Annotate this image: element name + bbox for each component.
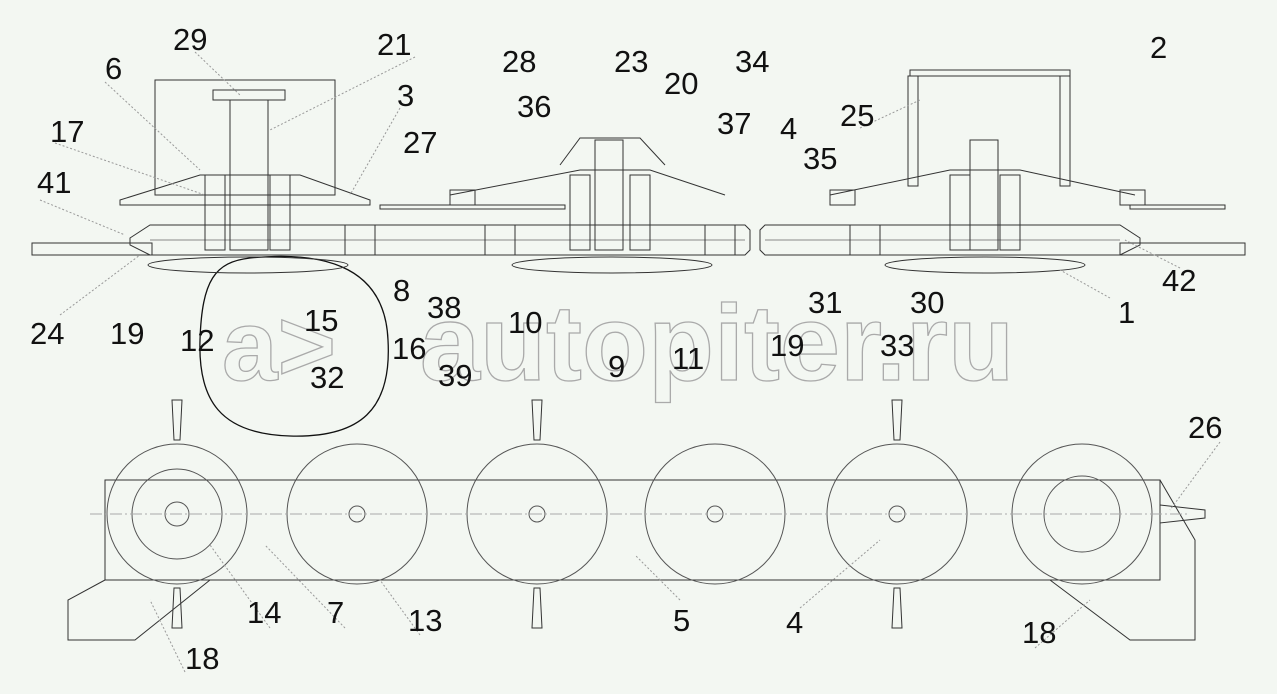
callout-11: 11 bbox=[672, 341, 705, 376]
callout-3: 3 bbox=[397, 78, 415, 113]
callout-41: 41 bbox=[37, 165, 72, 200]
callout-37: 37 bbox=[717, 106, 752, 141]
callout-29: 29 bbox=[173, 22, 208, 57]
watermark: a> autopiter.ru bbox=[199, 255, 1015, 437]
callout-14: 14 bbox=[247, 595, 282, 630]
callout-17: 17 bbox=[50, 114, 85, 149]
callout-39: 39 bbox=[438, 358, 473, 393]
callout-19-mid: 19 bbox=[770, 328, 805, 363]
callout-27: 27 bbox=[403, 125, 438, 160]
callout-21: 21 bbox=[377, 27, 412, 62]
callout-24: 24 bbox=[30, 316, 65, 351]
callout-38: 38 bbox=[427, 290, 462, 325]
callout-8: 8 bbox=[393, 273, 411, 308]
callout-31: 31 bbox=[808, 285, 843, 320]
callout-19-left: 19 bbox=[110, 316, 145, 351]
callout-18-left: 18 bbox=[185, 641, 220, 676]
watermark-logo-frame bbox=[199, 255, 389, 437]
watermark-text: autopiter.ru bbox=[420, 282, 1014, 403]
callout-36: 36 bbox=[517, 89, 552, 124]
callout-42: 42 bbox=[1162, 263, 1197, 298]
callout-12: 12 bbox=[180, 323, 215, 358]
callout-13: 13 bbox=[408, 603, 443, 638]
callout-6: 6 bbox=[105, 51, 123, 86]
callout-4-top: 4 bbox=[780, 111, 798, 146]
callout-20: 20 bbox=[664, 66, 699, 101]
callout-35: 35 bbox=[803, 141, 838, 176]
callout-5: 5 bbox=[673, 603, 691, 638]
callout-34: 34 bbox=[735, 44, 770, 79]
callout-1: 1 bbox=[1118, 295, 1136, 330]
callout-9: 9 bbox=[608, 349, 626, 384]
leader-lines bbox=[39, 51, 1221, 673]
callout-32: 32 bbox=[310, 360, 345, 395]
watermark-logo: a> bbox=[222, 290, 336, 402]
plan-view bbox=[67, 399, 1206, 641]
callout-15: 15 bbox=[304, 303, 339, 338]
callout-26: 26 bbox=[1188, 410, 1223, 445]
callout-2: 2 bbox=[1150, 30, 1168, 65]
callout-18-right: 18 bbox=[1022, 615, 1057, 650]
callout-28: 28 bbox=[502, 44, 537, 79]
callout-10: 10 bbox=[508, 305, 543, 340]
callout-30: 30 bbox=[910, 285, 945, 320]
callout-23: 23 bbox=[614, 44, 649, 79]
callout-7: 7 bbox=[327, 595, 345, 630]
callout-4-bottom: 4 bbox=[786, 605, 804, 640]
callout-33: 33 bbox=[880, 328, 915, 363]
callout-25: 25 bbox=[840, 98, 875, 133]
callout-16: 16 bbox=[392, 331, 427, 366]
section-view bbox=[31, 69, 1246, 274]
